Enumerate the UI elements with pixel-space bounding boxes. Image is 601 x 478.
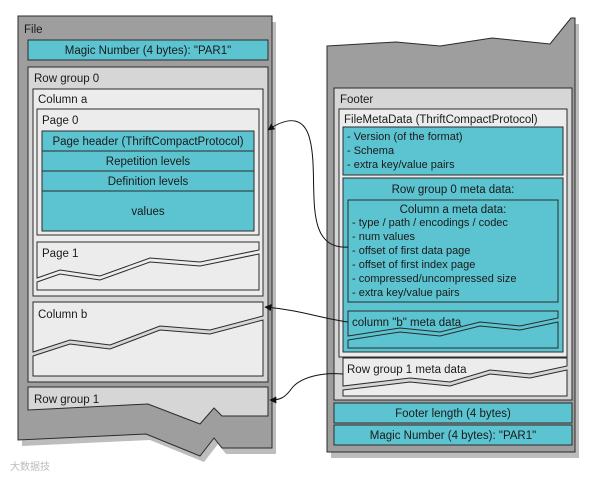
repetition-levels-label: Repetition levels — [106, 156, 191, 168]
column-a-meta-box — [347, 199, 559, 303]
column-a-title: Column a — [38, 94, 88, 106]
column-b-meta-label: column "b" meta data — [352, 317, 462, 329]
file-magic-number-box — [27, 39, 269, 61]
footer-length-label: Footer length (4 bytes) — [395, 408, 511, 420]
footer-magic-number-box — [333, 424, 573, 446]
file-magic-number: Magic Number (4 bytes): "PAR1" — [65, 45, 231, 57]
file-meta-item-extra: - extra key/value pairs — [347, 159, 455, 171]
row-group-0-meta-title: Row group 0 meta data: — [392, 184, 515, 196]
row-group-1-meta-box — [342, 357, 568, 387]
column-b-torn-bottom — [32, 319, 264, 377]
column-a-meta-item-first-index-page: - offset of first index page — [352, 259, 475, 271]
column-b-meta-box — [347, 310, 559, 337]
footer-title: Footer — [340, 94, 373, 106]
row-group-1-meta-label: Row group 1 meta data — [347, 364, 467, 376]
values-label: values — [131, 206, 164, 218]
column-b-title: Column b — [38, 309, 87, 321]
values-box — [41, 190, 255, 232]
file-meta-items-box — [342, 126, 564, 176]
definition-levels-label: Definition levels — [108, 176, 189, 188]
row-group-1-title: Row group 1 — [34, 394, 99, 406]
page-header-label: Page header (ThriftCompactProtocol) — [52, 136, 243, 148]
column-a-meta-item-first-data-page: - offset of first data page — [352, 245, 470, 257]
column-b-meta-torn-bottom — [347, 321, 559, 349]
page-1-title: Page 1 — [42, 248, 78, 260]
file-title: File — [24, 24, 43, 36]
column-a-meta-item-size: - compressed/uncompressed size — [352, 273, 516, 285]
page-1 — [36, 241, 260, 279]
column-a-meta-item-num-values: - num values — [352, 231, 415, 243]
row-group-1-meta-torn-bottom — [342, 369, 568, 397]
file-meta-item-schema: - Schema — [347, 145, 395, 157]
page-1-torn-bottom — [36, 253, 260, 291]
column-a-meta-item-type: - type / path / encodings / codec — [352, 217, 508, 229]
row-group-0-title: Row group 0 — [34, 73, 99, 85]
footer-length-box — [333, 402, 573, 424]
file-meta-item-version: - Version (of the format) — [347, 131, 463, 143]
row-group-1 — [27, 386, 269, 425]
column-b — [32, 301, 264, 353]
column-a-meta-item-extra: - extra key/value pairs — [352, 287, 460, 299]
arrow-column-b-meta-to-column-b — [264, 304, 349, 323]
footer-magic-number-label: Magic Number (4 bytes): "PAR1" — [370, 430, 536, 442]
column-a-meta-title: Column a meta data: — [400, 204, 507, 216]
arrow-row-group-1-meta-to-row-group-1 — [269, 373, 344, 404]
page-0-title: Page 0 — [42, 115, 78, 127]
file-meta-data-title: FileMetaData (ThriftCompactProtocol) — [344, 114, 538, 126]
watermark: 大数据技 — [10, 460, 50, 473]
arrow-column-a-meta-to-page-0 — [267, 120, 349, 248]
